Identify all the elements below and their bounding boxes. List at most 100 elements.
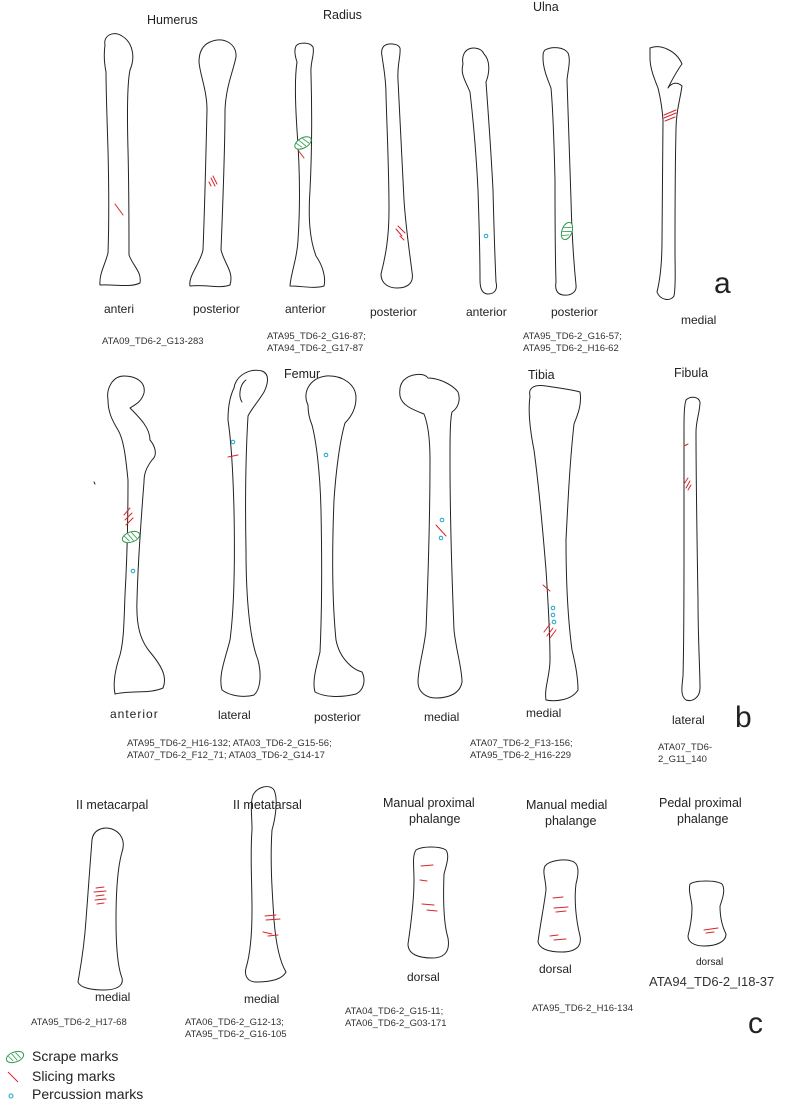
specimen-caption: ATA07_TD6-2_F13-156; xyxy=(470,738,573,749)
percussion-mark xyxy=(323,452,329,458)
specimen-caption: ATA07_TD6-2_F12_71; ATA03_TD6-2_G14-17 xyxy=(127,750,325,761)
percussion-mark xyxy=(550,612,556,618)
specimen-caption: ATA95_TD6-2_H16-229 xyxy=(470,750,572,761)
slicing-mark xyxy=(549,896,569,941)
view-label: anteri xyxy=(104,302,135,316)
femur-title: Femur xyxy=(284,367,321,381)
specimen-caption: ATA95_TD6-2_G16-87; xyxy=(267,331,366,342)
specimen-caption: ATA95_TD6-2_H16-134 xyxy=(532,1003,634,1014)
ulna-title: Ulna xyxy=(533,0,559,14)
specimen-caption: ATA94_TD6-2_I18-37 xyxy=(649,974,775,989)
femur-medial-outline xyxy=(399,373,463,699)
humerus-title: Humerus xyxy=(147,13,198,27)
manual-proximal-title: Manual proximal xyxy=(383,796,475,810)
humerus-anterior-outline xyxy=(99,33,141,287)
view-label: lateral xyxy=(218,708,251,722)
radius-posterior-outline xyxy=(380,43,413,289)
view-label: medial xyxy=(244,992,280,1006)
slicing-mark xyxy=(208,175,218,187)
slicing-mark xyxy=(543,623,557,639)
view-label: medial xyxy=(526,706,562,720)
view-label: dorsal xyxy=(407,970,440,984)
specimen-caption: ATA95_TD6-2_H16-62 xyxy=(523,343,619,354)
slicing-mark xyxy=(542,584,551,592)
specimen-caption: ATA94_TD6-2_G17-87 xyxy=(267,343,364,354)
panel-letter-a: a xyxy=(714,267,731,300)
scrape-mark xyxy=(560,221,574,241)
slicing-mark xyxy=(683,477,692,491)
specimen-caption: 2_G11_140 xyxy=(658,754,707,765)
metacarpal-outline xyxy=(77,827,124,991)
specimen-caption: ATA95_TD6-2_H17-68 xyxy=(31,1017,127,1028)
legend-label: Scrape marks xyxy=(32,1048,119,1064)
panel-letter-c: c xyxy=(748,1007,763,1040)
slicing-mark xyxy=(683,443,689,447)
specimen-caption: ATA06_TD6-2_G12-13; xyxy=(185,1017,284,1028)
manual-medial-title: Manual medial xyxy=(526,798,608,812)
view-label: lateral xyxy=(672,713,705,727)
manual-medial-title: phalange xyxy=(545,814,597,828)
specimen-caption: ATA06_TD6-2_G03-171 xyxy=(345,1018,447,1029)
percussion-mark xyxy=(439,517,445,523)
view-label: dorsal xyxy=(539,962,572,976)
pedal-proximal-phalange-outline xyxy=(687,880,727,947)
view-label: posterior xyxy=(314,710,361,724)
view-label: posterior xyxy=(370,305,417,319)
view-label: medial xyxy=(424,710,460,724)
view-label: medial xyxy=(681,313,717,327)
legend-label: Percussion marks xyxy=(32,1086,144,1102)
scrape-marks xyxy=(121,136,574,544)
manual-proximal-title: phalange xyxy=(409,812,461,826)
panel-letter-b: b xyxy=(735,701,752,734)
ulna-medial-outline xyxy=(649,46,683,300)
manual-medial-phalange-outline xyxy=(537,859,581,953)
slicing-mark xyxy=(435,524,447,537)
view-label: posterior xyxy=(193,302,240,316)
scrape-icon xyxy=(5,1050,25,1064)
tibia-medial-outline xyxy=(528,385,581,702)
metatarsal-outline xyxy=(245,786,287,983)
stray-pen-mark xyxy=(93,481,96,485)
tibia-title: Tibia xyxy=(528,368,555,382)
specimen-caption: ATA04_TD6-2_G15-11; xyxy=(345,1006,444,1017)
specimen-caption: ATA95_TD6-2_G16-105 xyxy=(185,1029,287,1040)
scrape-mark xyxy=(121,530,141,544)
specimen-caption: ATA09_TD6-2_G13-283 xyxy=(102,336,204,347)
view-label: medial xyxy=(95,990,131,1004)
view-label: anterior xyxy=(466,305,507,319)
fibula-lateral-outline xyxy=(681,396,701,701)
pedal-proximal-title: Pedal proximal xyxy=(659,796,742,810)
slice-icon xyxy=(7,1071,19,1083)
radius-title: Radius xyxy=(323,8,362,22)
percussion-mark xyxy=(483,233,489,239)
percussion-icon xyxy=(8,1093,14,1099)
percussion-mark xyxy=(130,568,136,574)
femur-lateral-outline xyxy=(220,369,268,697)
radius-anterior-outline xyxy=(289,42,326,288)
slicing-mark xyxy=(703,927,719,934)
percussion-mark xyxy=(550,605,556,611)
specimen-caption: ATA95_TD6-2_G16-57; xyxy=(523,331,622,342)
slicing-mark xyxy=(419,864,438,912)
view-label: posterior xyxy=(551,305,598,319)
ulna-posterior-outline xyxy=(542,47,577,296)
slicing-mark xyxy=(395,225,406,241)
scrape-mark xyxy=(294,136,312,150)
metatarsal-title: II metatarsal xyxy=(233,798,302,812)
slicing-mark xyxy=(93,886,107,905)
legend-label: Slicing marks xyxy=(32,1068,116,1084)
percussion-mark xyxy=(438,535,444,541)
slicing-mark xyxy=(227,454,239,458)
slicing-mark xyxy=(663,109,677,122)
percussion-mark xyxy=(551,619,557,625)
specimen-caption: ATA07_TD6- xyxy=(658,742,713,753)
metacarpal-title: II metacarpal xyxy=(76,798,149,812)
view-label: dorsal xyxy=(696,957,724,968)
view-label: anterior xyxy=(285,302,326,316)
view-label: anterior xyxy=(110,707,159,721)
femur-posterior-outline xyxy=(305,375,365,697)
humerus-posterior-outline xyxy=(189,39,237,288)
percussion-mark xyxy=(230,439,236,445)
